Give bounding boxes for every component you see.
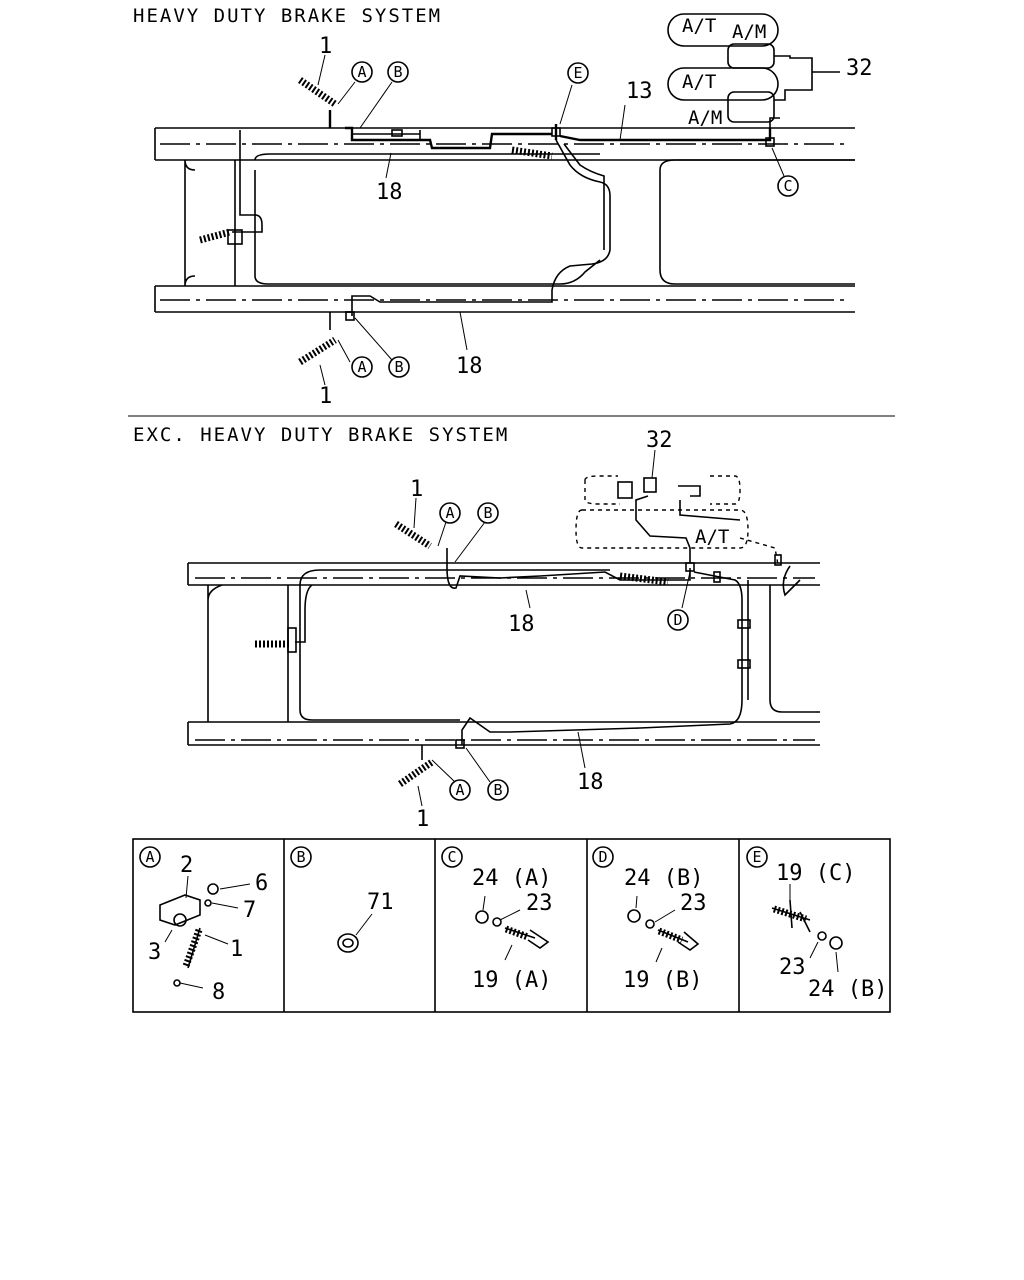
- exc-callout-valve: 32: [646, 428, 673, 453]
- heavy-brake-lines: [227, 110, 780, 330]
- exc-callouts: 1 32 18 18 1: [410, 428, 673, 832]
- panel-a-label-6: 6: [255, 871, 268, 896]
- panel-a-label-8: 8: [212, 980, 225, 1005]
- panel-a-id: A: [145, 848, 154, 866]
- panel-e-label-19c: 19 (C): [776, 861, 855, 886]
- panel-e-label-23: 23: [779, 955, 806, 980]
- heavy-marker-a-top: A: [357, 63, 366, 81]
- detail-panel-c: C 24 (A) 23 19 (A): [441, 846, 553, 993]
- exc-marker-a-bottom: A: [455, 781, 464, 799]
- heavy-tanks: A/T A/M A/T A/M: [667, 13, 840, 129]
- heavy-callout-hose-bottom: 1: [319, 384, 332, 409]
- panel-c-id: C: [447, 848, 456, 866]
- heavy-callout-pipe-bottom: 18: [456, 354, 483, 379]
- exc-marker-d: D: [673, 611, 682, 629]
- heavy-callout-hose-top: 1: [319, 34, 332, 59]
- heavy-marker-a-bottom: A: [357, 358, 366, 376]
- exc-marker-b-top: B: [483, 504, 492, 522]
- detail-panel-b: B 71: [290, 846, 394, 953]
- exc-marker-a-top: A: [445, 504, 454, 522]
- exc-callout-hose-bottom: 1: [416, 807, 429, 832]
- heavy-tank-am1: A/M: [732, 21, 766, 43]
- heavy-callout-pipe-top: 18: [376, 180, 403, 205]
- panel-d-id: D: [598, 848, 607, 866]
- heavy-tank-am2: A/M: [688, 107, 722, 129]
- panel-c-label-19a: 19 (A): [472, 968, 551, 993]
- heavy-frame: [154, 127, 855, 313]
- exc-callout-hose-top: 1: [410, 477, 423, 502]
- heavy-marker-b-top: B: [393, 63, 402, 81]
- heavy-marker-e: E: [573, 64, 582, 82]
- exc-callout-pipe-bottom: 18: [577, 770, 604, 795]
- panel-d-label-19b: 19 (B): [623, 968, 702, 993]
- exc-hoses: [255, 521, 669, 787]
- panel-a-label-2: 2: [180, 853, 193, 878]
- panel-a-label-3: 3: [148, 940, 161, 965]
- exc-frame: [187, 562, 820, 746]
- panel-d-label-24b: 24 (B): [624, 866, 703, 891]
- detail-panel-d: D 24 (B) 23 19 (B): [592, 846, 707, 993]
- heavy-marker-b-bottom: B: [394, 358, 403, 376]
- heavy-callouts: 1 18 18 1 13 32: [317, 34, 873, 409]
- detail-panel-e: E 19 (C) 23 24 (B): [746, 846, 887, 1002]
- exc-marker-b-bottom: B: [493, 781, 502, 799]
- heavy-tank-at1: A/T: [682, 15, 716, 37]
- detail-panel-a: A 2 6 7 3 1 8: [139, 846, 268, 1005]
- heavy-callout-valve: 32: [846, 56, 873, 81]
- panel-b-label-71: 71: [367, 890, 394, 915]
- heavy-tank-at2: A/T: [682, 71, 716, 93]
- panel-e-id: E: [752, 848, 761, 866]
- panel-d-label-23: 23: [680, 891, 707, 916]
- exc-callout-pipe-top: 18: [508, 612, 535, 637]
- exc-tank-at: A/T: [695, 526, 729, 548]
- heavy-markers: A B E C A B: [337, 61, 799, 378]
- panel-a-label-1: 1: [230, 937, 243, 962]
- heavy-hoses: [199, 77, 337, 365]
- exc-tanks: A/T: [575, 475, 749, 549]
- exc-title: EXC. HEAVY DUTY BRAKE SYSTEM: [133, 424, 509, 446]
- panel-a-label-7: 7: [243, 898, 256, 923]
- panel-c-label-24a: 24 (A): [472, 866, 551, 891]
- exc-markers: A B D A B: [431, 502, 691, 801]
- panel-c-label-23: 23: [526, 891, 553, 916]
- heavy-title: HEAVY DUTY BRAKE SYSTEM: [133, 5, 442, 27]
- panel-e-label-24b: 24 (B): [808, 977, 887, 1002]
- heavy-marker-c: C: [783, 177, 792, 195]
- panel-b-id: B: [296, 848, 305, 866]
- detail-panels: A 2 6 7 3 1 8 B 71 C: [132, 838, 891, 1013]
- exc-brake-lines: [287, 495, 782, 760]
- heavy-callout-pipe-rear: 13: [626, 79, 653, 104]
